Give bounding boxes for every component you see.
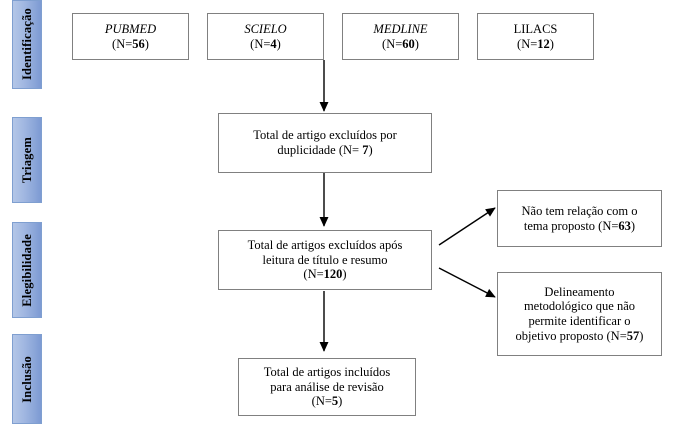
reason-line-4: objetivo proposto (N=57) xyxy=(515,328,644,343)
source-count: (N=56) xyxy=(112,36,149,51)
stage-label-text: Elegibilidade xyxy=(19,233,34,307)
reason-line-1: Não tem relação com o xyxy=(521,203,638,218)
source-box-scielo: SCIELO (N=4) xyxy=(207,13,324,60)
step-line-2: leitura de título e resumo xyxy=(262,252,388,267)
source-box-lilacs: LILACS (N=12) xyxy=(477,13,594,60)
step-line-2: para análise de revisão xyxy=(270,379,384,394)
arrow-screened-to-reason-1 xyxy=(438,207,496,246)
source-name: LILACS xyxy=(513,21,558,36)
stage-label-identificacao: Identificação xyxy=(12,0,42,89)
stage-label-text: Inclusão xyxy=(19,355,34,403)
arrow-screened-to-reason-2 xyxy=(438,267,496,298)
step-line-3: (N=5) xyxy=(311,394,343,409)
source-count: (N=60) xyxy=(382,36,419,51)
exclusion-reason-box-no-relation: Não tem relação com o tema proposto (N=6… xyxy=(497,190,662,247)
step-line-1: Total de artigo excluídos por xyxy=(253,128,397,143)
stage-label-elegibilidade: Elegibilidade xyxy=(12,222,42,318)
stage-label-text: Identificação xyxy=(19,8,34,81)
source-name: PUBMED xyxy=(104,21,157,36)
step-box-screened-excluded: Total de artigos excluídos após leitura … xyxy=(218,230,432,290)
source-count: (N=4) xyxy=(250,36,281,51)
stage-label-inclusao: Inclusão xyxy=(12,334,42,424)
reason-line-2: metodológico que não xyxy=(523,299,636,314)
step-line-2: duplicidade (N= 7) xyxy=(277,143,373,157)
source-count: (N=12) xyxy=(517,36,554,51)
source-box-pubmed: PUBMED (N=56) xyxy=(72,13,189,60)
source-box-medline: MEDLINE (N=60) xyxy=(342,13,459,60)
reason-line-1: Delineamento xyxy=(544,284,615,299)
reason-line-3: permite identificar o xyxy=(528,314,631,328)
source-name: SCIELO xyxy=(244,21,287,36)
reason-line-2: tema proposto (N=63) xyxy=(523,218,636,233)
step-box-duplicates-excluded: Total de artigo excluídos por duplicidad… xyxy=(218,113,432,173)
step-line-3: (N=120) xyxy=(303,267,347,282)
step-box-included: Total de artigos incluídos para análise … xyxy=(238,358,416,416)
step-line-1: Total de artigos excluídos após xyxy=(247,237,403,252)
step-line-1: Total de artigos incluídos xyxy=(263,364,391,379)
stage-label-text: Triagem xyxy=(19,136,34,184)
source-name: MEDLINE xyxy=(373,21,428,36)
stage-label-triagem: Triagem xyxy=(12,117,42,203)
exclusion-reason-box-methodology: Delineamento metodológico que não permit… xyxy=(497,272,662,356)
